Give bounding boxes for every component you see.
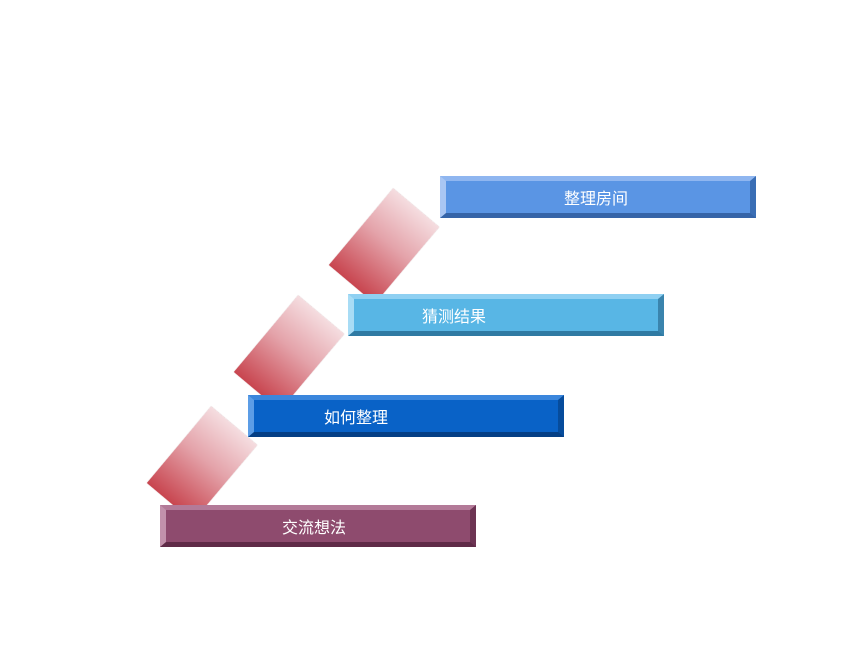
step-guess-result: 猜测结果 [348, 294, 664, 336]
step-how-to-tidy: 如何整理 [248, 395, 564, 437]
step-label: 交流想法 [282, 518, 347, 537]
step-label: 猜测结果 [422, 307, 487, 326]
step-share-ideas: 交流想法 [160, 505, 476, 547]
step-label: 如何整理 [324, 408, 389, 427]
connector-arrow-1 [328, 188, 440, 304]
step-tidy-room: 整理房间 [440, 176, 756, 218]
step-label: 整理房间 [564, 189, 629, 208]
connector-arrow-2 [233, 295, 345, 411]
